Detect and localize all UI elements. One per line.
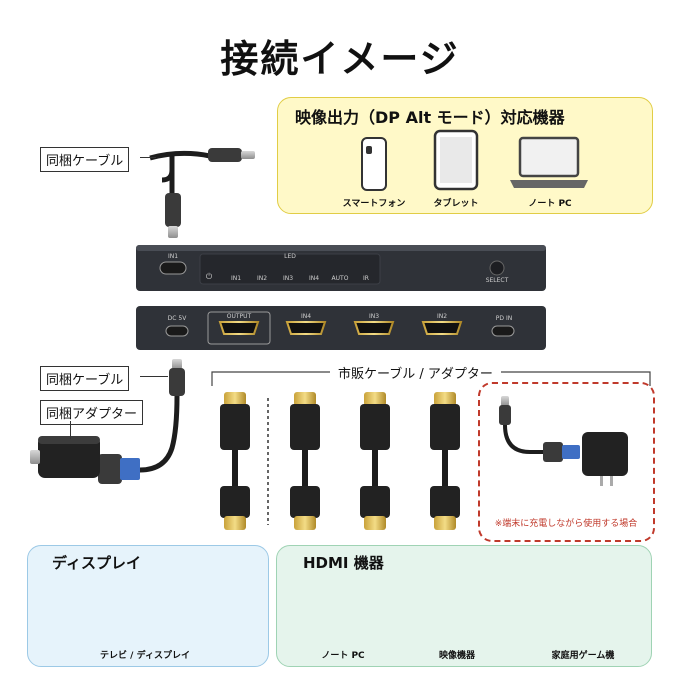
usb-c-cable-top-icon (149, 148, 255, 238)
display-panel-title: ディスプレイ (52, 554, 141, 572)
led-in3: IN3 (282, 275, 294, 282)
led-in4: IN4 (308, 275, 320, 282)
led-ir: IR (363, 275, 369, 282)
display-caption: テレビ / ディスプレイ (100, 651, 190, 661)
led-auto: AUTO (331, 275, 349, 282)
hdmi-device-laptop: ノート PC (321, 651, 365, 661)
hdmi-cable-4-icon (430, 392, 460, 530)
page-title: 接続イメージ (220, 37, 460, 81)
hdmi-device-video: 映像機器 (438, 651, 475, 661)
usb-adapter-icon (30, 436, 100, 478)
hdmi-cable-3-icon (360, 392, 390, 530)
port-in2-label: IN2 (436, 313, 448, 320)
device-label-tablet: タブレット (433, 199, 479, 209)
port-in3-label: IN3 (368, 313, 380, 320)
select-button-label: SELECT (485, 277, 509, 284)
tablet-icon (433, 129, 479, 191)
hdmi-device-console: 家庭用ゲーム機 (551, 651, 615, 661)
led-in2: IN2 (256, 275, 268, 282)
port-dc5v-label: DC 5V (167, 315, 187, 322)
power-adapter-icon (582, 432, 628, 486)
power-cable-icon (499, 396, 580, 462)
device-label-smartphone: スマートフォン (342, 199, 406, 209)
port-output-label: OUTPUT (226, 313, 252, 320)
dp-alt-panel-title: 映像出力（DP Alt モード）対応機器 (295, 108, 565, 127)
laptop-icon (510, 136, 588, 188)
switch-front-panel (136, 245, 546, 291)
led-in1: IN1 (230, 275, 242, 282)
port-pdin-label: PD IN (495, 315, 513, 322)
charging-note-box (478, 382, 655, 542)
front-led-label: LED (284, 253, 296, 260)
label-bundled-adapter: 同梱アダプター (40, 400, 144, 425)
charging-note: ※端末に充電しながら使用する場合 (494, 519, 638, 529)
hdmi-panel-title: HDMI 機器 (303, 554, 384, 572)
switch-back-panel (136, 306, 546, 350)
label-retail-cables: 市販ケーブル / アダプター (330, 363, 501, 382)
port-in4-label: IN4 (300, 313, 312, 320)
usb-c-cable-mid-icon (98, 359, 185, 484)
hdmi-device-panel (276, 545, 652, 667)
front-port-label: IN1 (167, 253, 179, 260)
power-icon: ⏻ (205, 272, 213, 281)
label-bundled-cable-mid: 同梱ケーブル (40, 366, 130, 391)
hdmi-cable-1-icon (220, 392, 250, 530)
device-label-laptop: ノート PC (528, 199, 572, 209)
display-panel (27, 545, 269, 667)
label-bundled-cable-top: 同梱ケーブル (40, 147, 130, 172)
smartphone-icon (361, 137, 387, 191)
hdmi-cable-2-icon (290, 392, 320, 530)
